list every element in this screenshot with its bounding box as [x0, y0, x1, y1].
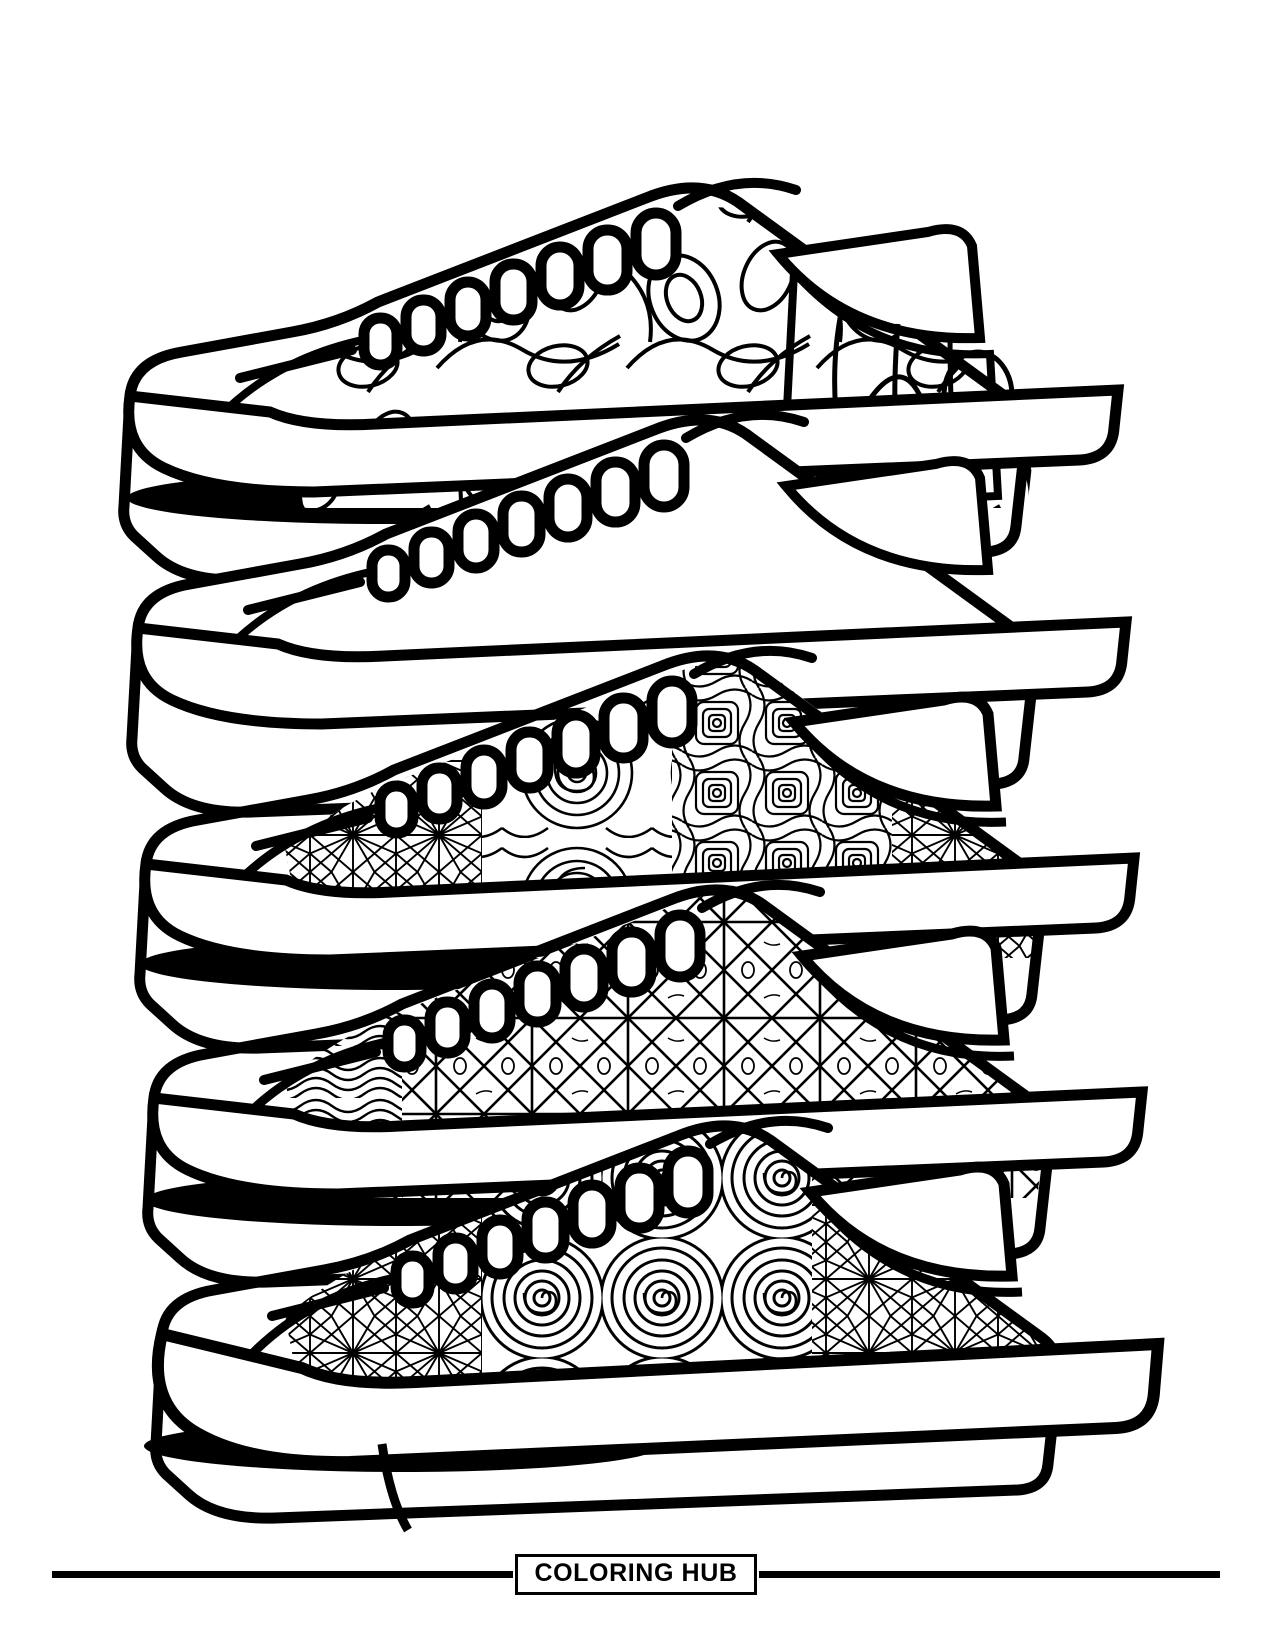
sneaker-5-sole-seam [377, 1443, 412, 1533]
sneaker-2-lace [243, 409, 809, 615]
sneaker-4-lace [259, 879, 825, 1085]
sneaker-4-eyelets [382, 909, 706, 1073]
sneaker-3-heel-seam [806, 737, 1007, 827]
sneaker-1-lace [235, 177, 801, 383]
sneaker-5-heel-seam [822, 1207, 1023, 1297]
sneaker-illustration [52, 58, 1220, 1590]
sneaker-1-eyelets [358, 207, 682, 371]
sneaker-3-eyelets [374, 675, 698, 839]
sneaker-5-eyelets [390, 1145, 714, 1309]
sneaker-5-lace [267, 1115, 833, 1321]
sneaker-5-midsole [151, 1326, 1165, 1469]
footer: COLORING HUB [52, 1548, 1220, 1600]
sneaker-2-eyelets [366, 439, 690, 603]
sneaker-3-lace [251, 645, 817, 851]
brand-badge: COLORING HUB [515, 1553, 757, 1595]
footer-rule-left [52, 1570, 514, 1578]
brand-label: COLORING HUB [534, 1558, 738, 1587]
sneaker-2-collar [776, 456, 994, 576]
footer-rule-right [758, 1570, 1220, 1578]
sneaker-4-heel-seam [814, 971, 1015, 1061]
